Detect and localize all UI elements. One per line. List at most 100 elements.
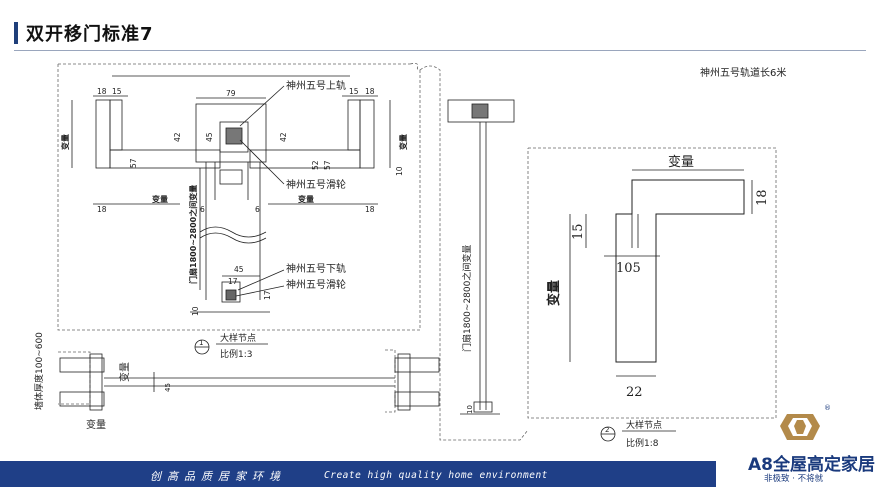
plan-left-jamb-bottom	[59, 391, 105, 407]
dim-15a: 15	[112, 87, 122, 96]
footer-slogan-cn: 创高品质居家环境	[150, 470, 286, 483]
page-title: 双开移门标准7	[26, 24, 154, 45]
right-header	[249, 149, 361, 169]
detail2-number: 2	[605, 426, 609, 434]
detail2-dim-22: 22	[626, 385, 643, 400]
detail2-dim-18: 18	[755, 189, 770, 206]
plan-dim-45: 45	[164, 383, 172, 392]
brand: ® A8全屋高定家居 非极致 · 不将就	[720, 404, 880, 495]
brand-registered-mark: ®	[824, 404, 831, 412]
detail2-label-scale: 比例1:8	[626, 437, 659, 449]
dim-10b: 10	[191, 306, 200, 316]
detail2-label-title: 大样节点	[626, 419, 662, 431]
plan-variable-a: 变量	[118, 362, 131, 382]
leader-bottom-roller	[235, 285, 285, 297]
dim-10a: 10	[395, 166, 404, 176]
left-jamb-inner	[109, 99, 123, 151]
plan-right-wall	[385, 349, 396, 413]
plan-left-wall	[58, 351, 91, 405]
break-wave-bottom	[199, 232, 267, 244]
detail1-frame	[57, 63, 421, 331]
title-accent-mark	[14, 22, 18, 44]
dim-45a: 45	[205, 132, 214, 142]
section-wall-outline	[419, 65, 529, 441]
right-jamb-inner	[347, 99, 361, 151]
dim-57a: 57	[129, 158, 138, 168]
callout-bottom-roller: 神州五号滑轮	[286, 278, 346, 291]
variable-bottom-left-label: 变量	[152, 194, 168, 204]
dim-18a: 18	[97, 87, 107, 96]
brand-slogan: 非极致 · 不将就	[764, 474, 824, 484]
dim-52: 52	[311, 160, 320, 170]
detail1-label-scale: 比例1:3	[220, 348, 253, 360]
section-rail-block	[471, 103, 489, 119]
callout-bottom-rail: 神州五号下轨	[286, 262, 346, 275]
section-bottom-rail	[473, 401, 493, 413]
plan-variable-b: 变量	[86, 418, 106, 431]
door-height-range-1: 门扇1800~2800之间变量	[188, 185, 198, 284]
plan-left-jamb-top	[59, 357, 105, 373]
section-header-box	[447, 99, 515, 123]
plan-right-jamb-top	[394, 357, 440, 373]
roller-block	[225, 127, 243, 145]
dim-15b: 15	[349, 87, 359, 96]
detail2-variable-top: 变量	[668, 154, 694, 170]
left-jamb	[95, 99, 111, 169]
detail-2: 变量 18 15 105 变量 22 2 大样节点 比例1:8	[527, 147, 777, 449]
leader-top-rail	[239, 85, 285, 127]
dim-18b: 18	[365, 87, 375, 96]
title-divider	[14, 50, 866, 51]
roller-profile	[219, 169, 243, 185]
dim-17a: 17	[228, 277, 238, 286]
track-housing	[195, 103, 267, 163]
detail1-break	[409, 62, 421, 71]
dim-57b: 57	[323, 160, 332, 170]
section-dim-10: 10	[466, 405, 474, 414]
detail-1: 18 15 15 18 79 42 45 42 57 52 57 10 18 6…	[57, 62, 421, 360]
variable-bottom-right-label: 变量	[298, 194, 314, 204]
detail2-profile	[615, 179, 745, 363]
left-header	[109, 149, 221, 169]
footer: 创高品质居家环境 Create high quality home enviro…	[0, 404, 880, 495]
plan-left-frame	[89, 353, 103, 411]
leader-bottom-rail	[237, 269, 285, 291]
section-height-range: 门扇1800~2800之间变量	[461, 245, 473, 352]
variable-left-label: 变量	[60, 134, 70, 150]
right-jamb	[359, 99, 375, 169]
plan-right-frame	[397, 353, 411, 411]
brand-name: A8全屋高定家居	[748, 455, 875, 475]
footer-band: 创高品质居家环境 Create high quality home enviro…	[0, 461, 716, 487]
dim-42b: 42	[279, 132, 288, 142]
detail2-frame	[527, 147, 777, 419]
variable-right-label: 变量	[398, 134, 408, 150]
leader-top-roller	[239, 139, 285, 185]
section-view: 门扇1800~2800之间变量 10	[419, 65, 529, 441]
wall-thickness-label: 墙体厚度100~600	[33, 332, 45, 410]
detail2-variable-side: 变量	[546, 280, 562, 306]
dim-6a: 6	[200, 205, 205, 214]
dim-18d: 18	[365, 205, 375, 214]
dim-18c: 18	[97, 205, 107, 214]
plan-view: 墙体厚度100~600 变量 变量 45	[33, 332, 440, 431]
dim-79: 79	[226, 89, 236, 98]
title-bar: 双开移门标准7	[0, 14, 880, 52]
plan-right-jamb-bottom	[394, 391, 440, 407]
detail1-label-title: 大样节点	[220, 332, 256, 344]
dim-17b: 17	[263, 290, 272, 300]
dim-6b: 6	[255, 205, 260, 214]
brand-logo-mark	[780, 414, 820, 440]
detail2-dim-105: 105	[616, 261, 641, 276]
footer-slogan-en: Create high quality home environment	[324, 470, 548, 481]
bottom-roller	[225, 289, 237, 301]
rail-length-note: 神州五号轨道长6米	[700, 68, 787, 79]
top-rail-profile	[219, 121, 249, 153]
detail2-dim-15: 15	[571, 223, 586, 240]
bottom-rail-profile	[221, 281, 241, 303]
break-wave-top	[199, 226, 267, 238]
callout-top-roller: 神州五号滑轮	[286, 178, 346, 191]
callout-top-rail: 神州五号上轨	[286, 79, 346, 92]
dim-42a: 42	[173, 132, 182, 142]
detail1-number: 1	[199, 339, 203, 347]
dim-45b: 45	[234, 265, 244, 274]
